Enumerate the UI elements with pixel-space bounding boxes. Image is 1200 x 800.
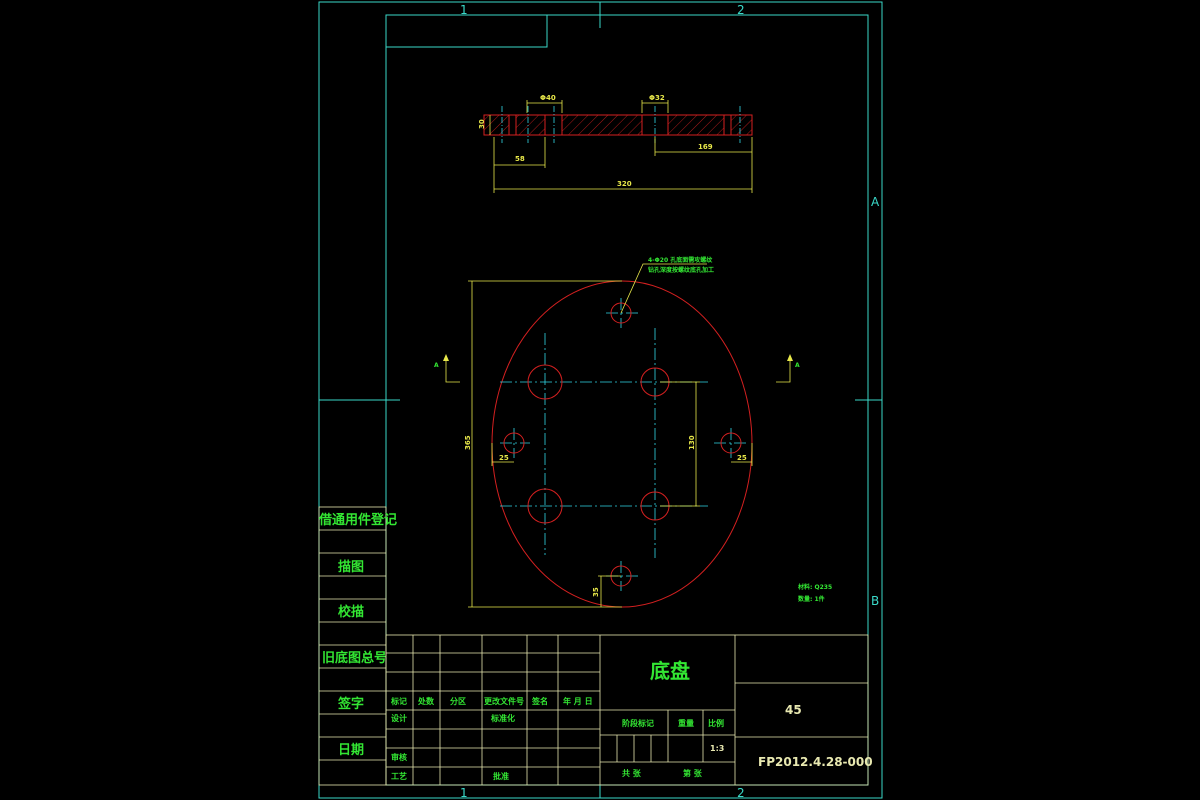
tb-label-review: 审核 [391,752,407,762]
dim-left-25-label: 25 [499,454,509,462]
tb-label-mark: 标记 [390,696,407,706]
side-row-old-drawing-no: 旧底图总号 [322,650,387,666]
hole-left [503,432,525,454]
plan-view: 4-Φ20 孔底面需攻螺纹 钻孔深度按螺纹底孔加工 365 130 25 25 … [434,256,832,608]
tb-label-weight: 重量 [678,718,694,728]
dim-overall-320-label: 320 [617,180,632,188]
section-outline [483,114,753,136]
zone-label-row-b: B [871,594,879,608]
base-plate-outline [491,280,753,608]
dim-thickness-label: 30 [478,119,486,129]
tb-label-design: 设计 [391,713,407,723]
zone-label-col1-top: 1 [460,3,468,17]
dim-58-label: 58 [515,155,525,163]
dim-right-25-label: 25 [737,454,747,462]
zone-label-col1-bottom: 1 [460,786,468,800]
zone-label-col2-bottom: 2 [737,786,745,800]
tb-label-process: 工艺 [391,771,407,781]
material-note: 材料: Q235 [797,583,832,591]
hole-upper-left [527,364,563,400]
side-row-signature: 签字 [337,696,364,712]
quantity-note: 数量: 1件 [798,595,825,603]
side-row-check-trace: 校描 [338,604,364,620]
hole-lower-left [527,488,563,524]
dim-d32-label: Φ32 [649,94,665,102]
part-material: 45 [785,703,802,717]
tb-label-scale: 比例 [708,718,724,728]
part-name: 底盘 [650,659,690,683]
tb-label-sign: 签名 [531,696,548,706]
hole-top [610,302,632,324]
tb-label-count: 处数 [417,696,435,706]
hole-right [720,432,742,454]
side-section-view: Φ40 Φ32 30 58 169 320 [478,94,753,193]
drawing-number: FP2012.4.28-000 [758,755,873,769]
tb-label-approve: 批准 [493,771,509,781]
dim-bottom-35-label: 35 [592,587,600,597]
side-row-date: 日期 [338,743,364,758]
section-mark-left-label: A [434,362,439,369]
tb-label-change-doc: 更改文件号 [484,696,524,706]
tb-label-stage-mark: 阶段标记 [622,718,654,728]
section-marker-left [445,359,460,383]
dim-height-365-label: 365 [464,435,472,450]
drawing-scale: 1:3 [710,744,724,753]
tb-label-standardize: 标准化 [490,713,515,723]
callout-text-line1: 4-Φ20 孔底面需攻螺纹 [648,256,713,264]
section-mark-right-label: A [795,362,800,369]
dim-169-label: 169 [698,143,713,151]
zone-label-col2-top: 2 [737,3,745,17]
title-block [385,634,869,786]
dim-130-label: 130 [688,435,696,450]
callout-leader [620,263,707,314]
tb-label-sheet-no: 第 张 [683,768,703,778]
tb-label-zone: 分区 [450,696,466,706]
dim-d40-label: Φ40 [540,94,556,102]
tb-label-total-sheets: 共 张 [622,768,642,778]
side-row-trace: 描图 [338,559,364,575]
callout-text-line2: 钻孔深度按螺纹底孔加工 [648,266,714,274]
zone-label-row-a: A [871,195,880,209]
section-hatch-body [484,115,752,135]
tb-label-date: 年 月 日 [563,696,593,706]
side-row-register-borrowed: 借通用件登记 [318,512,397,528]
section-marker-right [776,359,791,383]
